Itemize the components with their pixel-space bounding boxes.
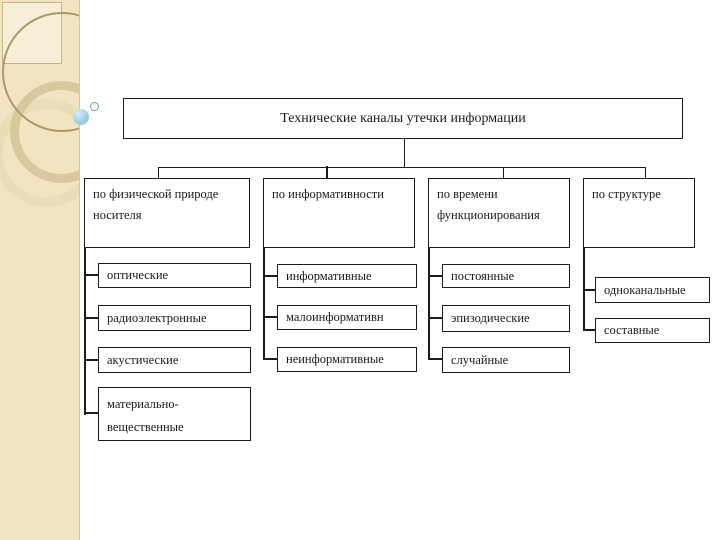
category-box-informativeness: по информативности — [263, 178, 415, 248]
connector-stub-col3 — [503, 167, 504, 178]
item-box-constant: постоянные — [442, 264, 570, 288]
item-box-non-informative: неинформативные — [277, 347, 417, 372]
spine-col1 — [84, 248, 86, 415]
spine-col3-stub-2 — [428, 317, 442, 319]
spine-col2-stub-3 — [263, 358, 277, 360]
blue-bubble-icon — [73, 109, 89, 125]
spine-col4-stub-1 — [583, 289, 595, 291]
item-box-radioelectronic: радиоэлектронные — [98, 305, 251, 331]
item-box-low-informative: малоинформативн — [277, 305, 417, 330]
connector-title-to-bus — [404, 139, 405, 168]
small-bubble-icon — [90, 102, 99, 111]
spine-col1-stub-4 — [84, 412, 98, 414]
spine-col3-stub-1 — [428, 275, 442, 277]
left-decor-band — [0, 0, 80, 540]
spine-col2-stub-1 — [263, 275, 277, 277]
spine-col3-stub-3 — [428, 358, 442, 360]
diagram-title: Технические каналы утечки информации — [123, 98, 683, 139]
spine-col1-stub-1 — [84, 274, 98, 276]
item-box-random: случайные — [442, 347, 570, 373]
spine-col2-stub-2 — [263, 316, 277, 318]
connector-stub-col1 — [158, 167, 159, 178]
item-box-single-channel: одноканальные — [595, 277, 710, 303]
spine-col1-stub-3 — [84, 359, 98, 361]
item-box-episodic: эпизодические — [442, 305, 570, 332]
connector-bus-line — [158, 167, 646, 168]
category-box-structure: по структуре — [583, 178, 695, 248]
spine-col2 — [263, 248, 265, 360]
category-box-functioning-time: по времени функционирования — [428, 178, 570, 248]
item-box-informative: информативные — [277, 264, 417, 288]
connector-stub-col4 — [645, 167, 646, 178]
item-box-acoustic: акустические — [98, 347, 251, 373]
spine-col4-stub-2 — [583, 329, 595, 331]
category-box-physical-nature: по физической природе носителя — [84, 178, 250, 248]
item-box-composite: составные — [595, 318, 710, 343]
connector-stub-col2 — [326, 166, 328, 178]
item-box-material: материально-вещественные — [98, 387, 251, 441]
item-box-optical: оптические — [98, 263, 251, 288]
spine-col3 — [428, 248, 430, 360]
spine-col1-stub-2 — [84, 317, 98, 319]
